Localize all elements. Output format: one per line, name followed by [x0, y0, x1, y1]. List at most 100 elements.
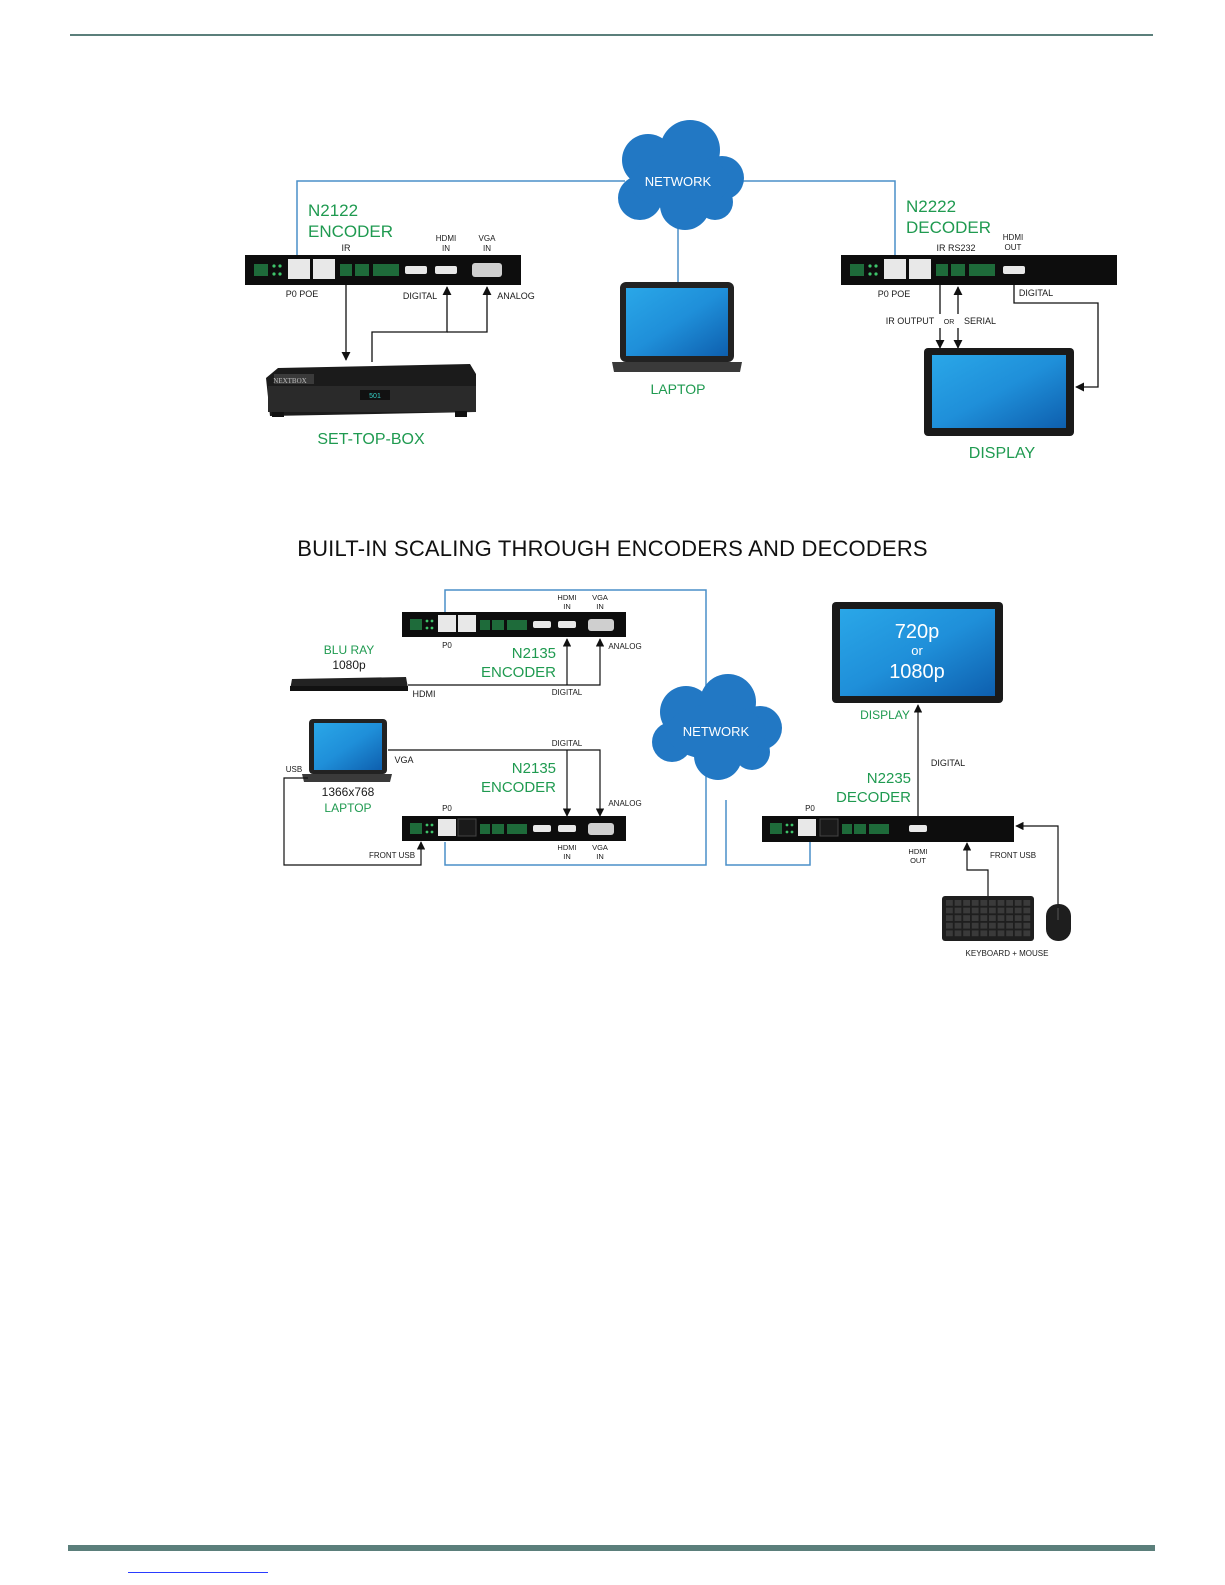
network-cloud-2 — [652, 674, 782, 780]
decoder-ir-output-label: IR OUTPUT — [886, 316, 935, 326]
laptop-vga-label: VGA — [394, 755, 413, 765]
decoder-ir-rs232-label: IR RS232 — [936, 243, 975, 253]
enc-top-vga-label-2: IN — [596, 602, 604, 611]
keyboard-key — [989, 930, 996, 937]
encoder-hdmi-label-2: IN — [442, 244, 450, 253]
laptop-device-1 — [612, 282, 742, 372]
dec2-front-usb-label: FRONT USB — [990, 851, 1036, 860]
keyboard-key — [971, 915, 979, 921]
dec2-model: N2235 — [867, 770, 911, 787]
bluray-connections — [408, 638, 605, 686]
keyboard-key — [963, 930, 970, 937]
keyboard-key — [946, 922, 953, 929]
laptop-device-2 — [302, 719, 392, 782]
keyboard-key — [1006, 907, 1013, 914]
bluray-name: BLU RAY — [324, 643, 374, 657]
keyboard-key — [954, 922, 962, 929]
decoder-device-2 — [762, 816, 1014, 842]
keyboard-mouse-label: KEYBOARD + MOUSE — [966, 949, 1049, 958]
enc-top-hdmi-label-2: IN — [563, 602, 571, 611]
enc-top-role: ENCODER — [481, 664, 556, 681]
display-label-1: DISPLAY — [969, 445, 1036, 462]
laptop-usb-label: USB — [286, 765, 302, 774]
enc-bottom-vga-label-2: IN — [596, 852, 604, 861]
keyboard-key — [963, 922, 970, 929]
dec2-p0-label: P0 — [805, 804, 815, 813]
keyboard-key — [980, 907, 988, 914]
keyboard-key — [971, 922, 979, 929]
enc-bottom-front-usb-label: FRONT USB — [369, 851, 415, 860]
keyboard-key — [1014, 930, 1022, 937]
keyboard-key — [963, 915, 970, 921]
laptop-label-1: LAPTOP — [651, 381, 706, 397]
dec2-hdmi-label: HDMI — [908, 847, 927, 856]
footer-rule — [68, 1545, 1155, 1551]
encoder-device-top — [402, 612, 626, 637]
decoder-hdmi-label: HDMI — [1003, 233, 1023, 242]
keyboard-key — [1006, 915, 1013, 921]
decoder-connections-2 — [913, 704, 1059, 904]
keyboard-key — [946, 900, 953, 906]
stb-display-digits: 501 — [369, 393, 381, 400]
keyboard-key — [1006, 900, 1013, 906]
enc-bottom-hdmi-label: HDMI — [557, 843, 576, 852]
dec2-hdmi-label-2: OUT — [910, 856, 926, 865]
enc-top-analog-label: ANALOG — [608, 642, 641, 651]
bluray-hdmi-label: HDMI — [413, 689, 436, 699]
decoder-or-label: OR — [944, 319, 955, 326]
keyboard-key — [980, 915, 988, 921]
bluray-res: 1080p — [332, 658, 366, 672]
decoder-poe-label: P0 POE — [878, 289, 911, 299]
encoder-vga-label-2: IN — [483, 244, 491, 253]
display-res-line1: 720p — [895, 621, 940, 643]
keyboard-key — [980, 930, 988, 937]
laptop-label-2: LAPTOP — [324, 801, 371, 815]
keyboard-key — [963, 900, 970, 906]
enc-bottom-digital-label: DIGITAL — [552, 739, 583, 748]
decoder-serial-label: SERIAL — [964, 316, 996, 326]
enc-bottom-hdmi-label-2: IN — [563, 852, 571, 861]
encoder-vga-label: VGA — [479, 234, 497, 243]
display-device-2 — [832, 602, 1003, 703]
decoder-role-1: DECODER — [906, 218, 991, 237]
keyboard-key — [1014, 900, 1022, 906]
keyboard-key — [971, 930, 979, 937]
encoder-ir-label: IR — [342, 243, 352, 253]
enc-top-vga-label: VGA — [592, 593, 608, 602]
keyboard-key — [946, 930, 953, 937]
keyboard-key — [971, 907, 979, 914]
enc-top-hdmi-label: HDMI — [557, 593, 576, 602]
laptop-connections — [283, 749, 605, 866]
enc-bottom-analog-label: ANALOG — [608, 799, 641, 808]
keyboard-key — [997, 907, 1005, 914]
keyboard-key — [1006, 922, 1013, 929]
decoder-device-1 — [841, 255, 1117, 285]
keyboard-key — [997, 930, 1005, 937]
keyboard-key — [946, 915, 953, 921]
keyboard-key — [1014, 915, 1022, 921]
dec2-role: DECODER — [836, 789, 911, 806]
keyboard-key — [997, 922, 1005, 929]
enc-top-model: N2135 — [512, 645, 556, 662]
keyboard-key — [946, 907, 953, 914]
mouse-device — [1046, 904, 1071, 941]
decoder-label-backing — [880, 314, 1000, 328]
set-top-box-label: SET-TOP-BOX — [317, 431, 425, 448]
set-top-box-device: NEXTBOX 501 — [266, 364, 476, 417]
enc-bottom-role: ENCODER — [481, 779, 556, 796]
keyboard-key — [1023, 900, 1031, 906]
encoder-device-1 — [245, 255, 521, 285]
scaling-diagram-title: BUILT-IN SCALING THROUGH ENCODERS AND DE… — [297, 536, 928, 561]
encoder-role-1: ENCODER — [308, 222, 393, 241]
keyboard-key — [980, 900, 988, 906]
keyboard-key — [989, 907, 996, 914]
keyboard-key — [1023, 922, 1031, 929]
display-device-1 — [924, 348, 1074, 436]
keyboard-key — [1006, 930, 1013, 937]
bluray-device — [290, 677, 408, 691]
display-label-2: DISPLAY — [860, 708, 910, 722]
encoder-hdmi-label: HDMI — [436, 234, 456, 243]
enc-bottom-p0-label: P0 — [442, 804, 452, 813]
keyboard-key — [997, 915, 1005, 921]
network-label-1: NETWORK — [645, 174, 712, 189]
